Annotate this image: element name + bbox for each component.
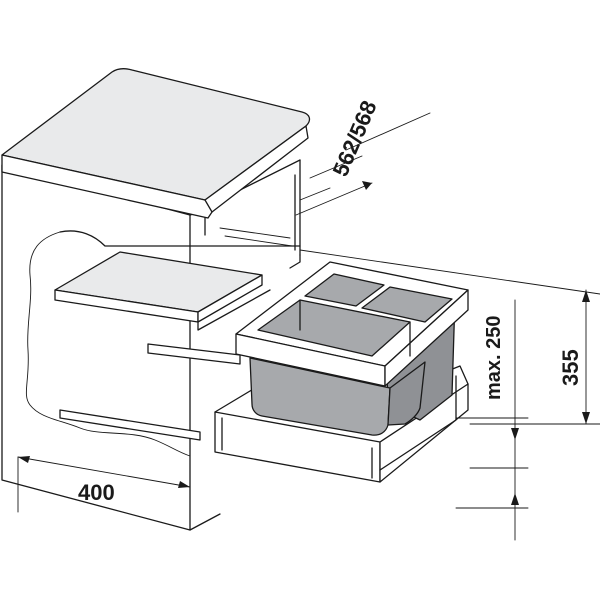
cabinet-bottom-edge [189,513,221,531]
front-bin [249,357,391,436]
arrowhead [511,428,519,440]
dimension-width: 400 [17,456,191,531]
arrowhead [582,412,590,424]
worktop-top-surface [1,68,311,201]
worktop [1,68,311,219]
bin-opening-rear-right [361,286,453,323]
depth-dimension-label: 562/568 [328,97,382,180]
arrowhead [18,456,30,463]
dimension-depth: 562/568 [295,97,431,216]
pullout-frame [214,365,469,483]
dimension-max-height: max. 250 [455,299,529,541]
arrowhead [362,181,372,190]
arrowhead [582,290,590,302]
height-dimension-label: 355 [558,349,583,386]
upper-shelf [54,227,293,331]
arrowhead [178,481,190,488]
cutaway-edge [25,231,191,457]
bin-opening-rear-left [304,273,385,307]
drawer-runners [59,343,241,441]
arrowhead [511,493,519,505]
max-height-dimension-label: max. 250 [483,315,505,400]
dimension-height: 355 [299,249,600,425]
width-dimension-label: 400 [78,480,115,505]
waste-bins [235,261,469,436]
